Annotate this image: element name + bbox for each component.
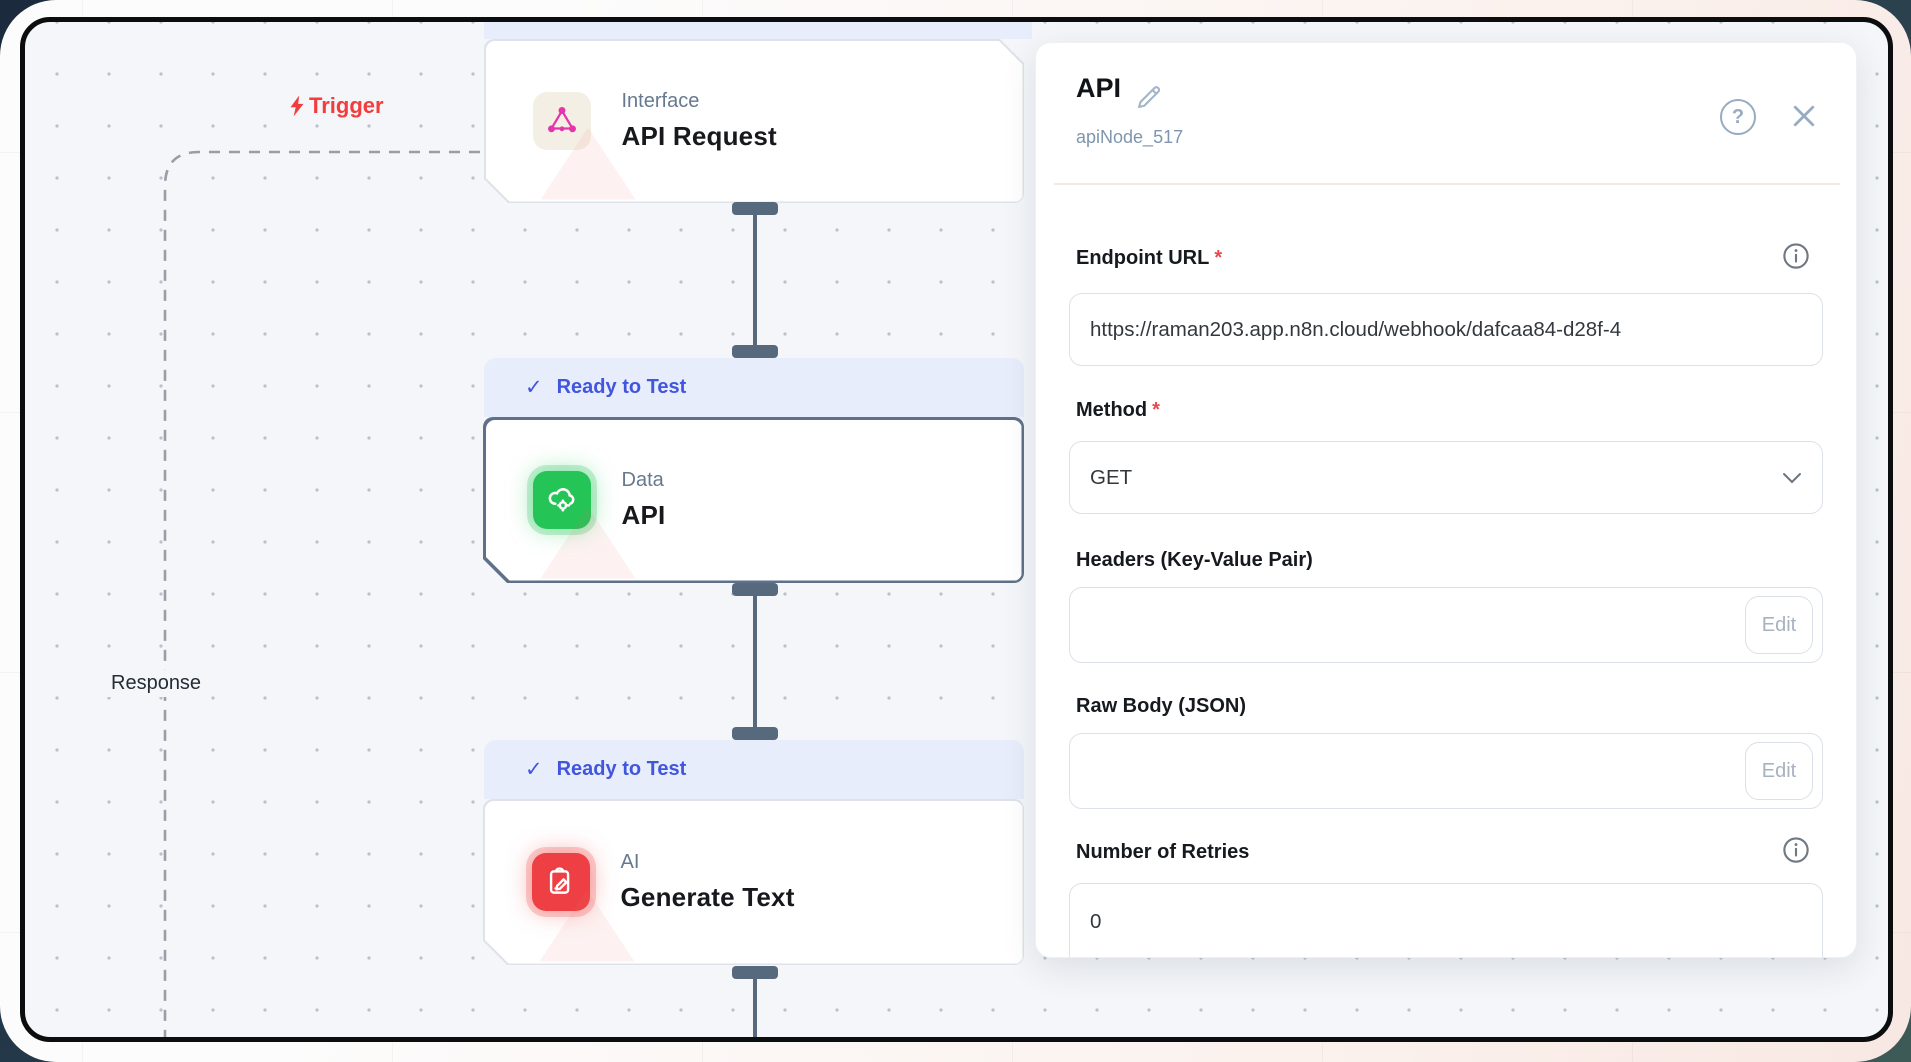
trigger-label-text: Trigger bbox=[309, 93, 384, 118]
node-category: Interface bbox=[621, 90, 700, 112]
headers-field[interactable]: Edit bbox=[1069, 587, 1823, 663]
chevron-down-icon bbox=[1783, 472, 1801, 483]
node-data-api[interactable]: Data API bbox=[483, 417, 1024, 583]
retries-info-button[interactable] bbox=[1780, 835, 1812, 867]
connector-out-port bbox=[732, 583, 778, 596]
pencil-icon bbox=[1137, 85, 1161, 108]
ready-badge-sliver bbox=[484, 22, 1032, 39]
headers-edit-button[interactable]: Edit bbox=[1745, 596, 1813, 654]
retries-label: Number of Retries bbox=[1076, 841, 1250, 863]
check-icon: ✓ bbox=[525, 376, 543, 399]
node-api-request[interactable]: Interface API Request bbox=[484, 39, 1024, 203]
node-category: AI bbox=[620, 851, 640, 873]
headers-label: Headers (Key-Value Pair) bbox=[1076, 549, 1313, 571]
connector-line bbox=[753, 208, 757, 352]
lightning-icon bbox=[290, 95, 304, 117]
response-label: Response bbox=[101, 670, 212, 697]
endpoint-url-label: Endpoint URL* bbox=[1076, 247, 1223, 269]
check-icon: ✓ bbox=[525, 758, 543, 781]
node-body: Interface API Request bbox=[486, 41, 1023, 202]
node-body: Data API bbox=[486, 420, 1022, 581]
node-body: AI Generate Text bbox=[485, 801, 1023, 964]
raw-body-field[interactable]: Edit bbox=[1069, 733, 1823, 809]
rename-node-button[interactable] bbox=[1132, 81, 1166, 115]
config-panel: API apiNode_517 ? Endpoint URL* bbox=[1035, 42, 1857, 958]
method-label: Method* bbox=[1076, 399, 1160, 421]
question-icon: ? bbox=[1731, 105, 1745, 128]
graphql-icon bbox=[533, 92, 591, 150]
cloud-gear-icon bbox=[533, 471, 591, 529]
ready-badge-text: Ready to Test bbox=[556, 758, 687, 780]
ready-badge-text: Ready to Test bbox=[556, 376, 687, 398]
method-select[interactable]: GET bbox=[1069, 441, 1823, 514]
connector-line bbox=[753, 972, 757, 1037]
node-title: API Request bbox=[621, 121, 777, 151]
endpoint-url-input[interactable] bbox=[1069, 293, 1823, 366]
node-id: apiNode_517 bbox=[1076, 127, 1184, 147]
ready-badge: ✓ Ready to Test bbox=[484, 358, 1024, 417]
node-category: Data bbox=[621, 469, 664, 491]
node-generate-text[interactable]: AI Generate Text bbox=[483, 799, 1024, 965]
connector-in-port bbox=[732, 345, 778, 358]
connector-line bbox=[753, 590, 757, 734]
panel-divider bbox=[1054, 183, 1840, 185]
connector-in-port bbox=[732, 727, 778, 740]
help-button[interactable]: ? bbox=[1720, 99, 1756, 135]
response-connection-line bbox=[163, 150, 480, 1037]
close-icon bbox=[1793, 105, 1815, 127]
info-icon bbox=[1783, 837, 1809, 863]
raw-body-label: Raw Body (JSON) bbox=[1076, 695, 1247, 717]
info-icon bbox=[1783, 243, 1809, 269]
method-value: GET bbox=[1090, 465, 1133, 489]
panel-title: API bbox=[1076, 73, 1122, 103]
endpoint-info-button[interactable] bbox=[1780, 241, 1812, 273]
close-panel-button[interactable] bbox=[1788, 101, 1820, 133]
raw-body-edit-button[interactable]: Edit bbox=[1745, 742, 1813, 800]
trigger-label: Trigger bbox=[287, 93, 384, 119]
clipboard-pen-icon bbox=[532, 853, 590, 911]
ready-badge: ✓ Ready to Test bbox=[484, 740, 1024, 799]
node-title: Generate Text bbox=[620, 882, 795, 912]
node-title: API bbox=[621, 500, 666, 530]
retries-input[interactable]: 0 bbox=[1069, 883, 1823, 957]
workflow-canvas[interactable]: Trigger Response Interfac bbox=[20, 17, 1893, 1042]
